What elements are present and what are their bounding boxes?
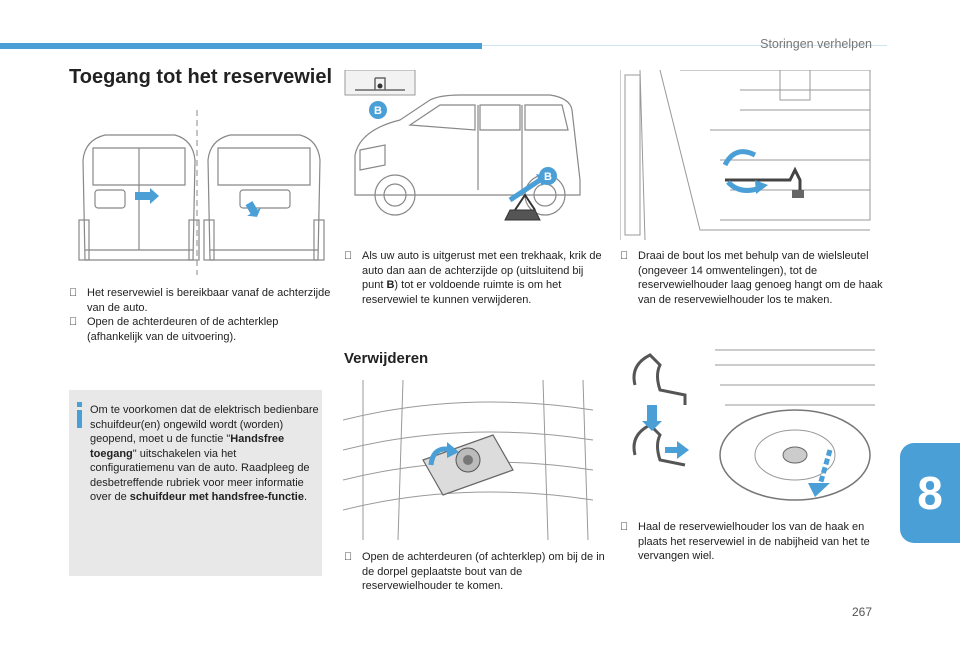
release-carrier-illustration	[625, 345, 875, 515]
bullet-access-rear: Het reservewiel is bereikbaar vanaf de a…	[69, 286, 331, 314]
van-side-jack-illustration: B B	[340, 70, 590, 235]
page-title: Toegang tot het reservewiel	[69, 66, 333, 88]
section-header-title: Storingen verhelpen	[760, 37, 872, 51]
bullet-release-carrier: Haal de reservewielhouder los van de haa…	[620, 520, 870, 562]
section-title-remove: Verwijderen	[344, 350, 429, 367]
chapter-tab: 8	[900, 443, 960, 543]
page-number: 267	[851, 605, 872, 619]
info-box: Om te voorkomen dat de elektrisch bedien…	[69, 390, 322, 576]
header-rule	[482, 45, 887, 46]
header-accent-bar	[0, 43, 482, 49]
bullet-open-rear-doors: Open de achterdeuren of de achterklep (a…	[69, 315, 279, 343]
wrench-bolt-illustration	[620, 70, 875, 240]
info-text: Om te voorkomen dat de elektrisch bedien…	[90, 404, 319, 503]
point-b-label-top: B	[374, 105, 382, 117]
bullet-open-doors-bolt: Open de achterdeuren (of achterklep) om …	[344, 550, 605, 592]
info-icon	[77, 402, 82, 428]
sill-bolt-illustration	[343, 380, 598, 540]
bullet-towbar-jack: Als uw auto is uitgerust met een trekhaa…	[344, 249, 602, 306]
van-rear-views-illustration	[75, 110, 325, 275]
point-b-label-side: B	[544, 171, 552, 183]
bullet-turn-bolt: Draai de bout los met behulp van de wiel…	[620, 249, 883, 306]
